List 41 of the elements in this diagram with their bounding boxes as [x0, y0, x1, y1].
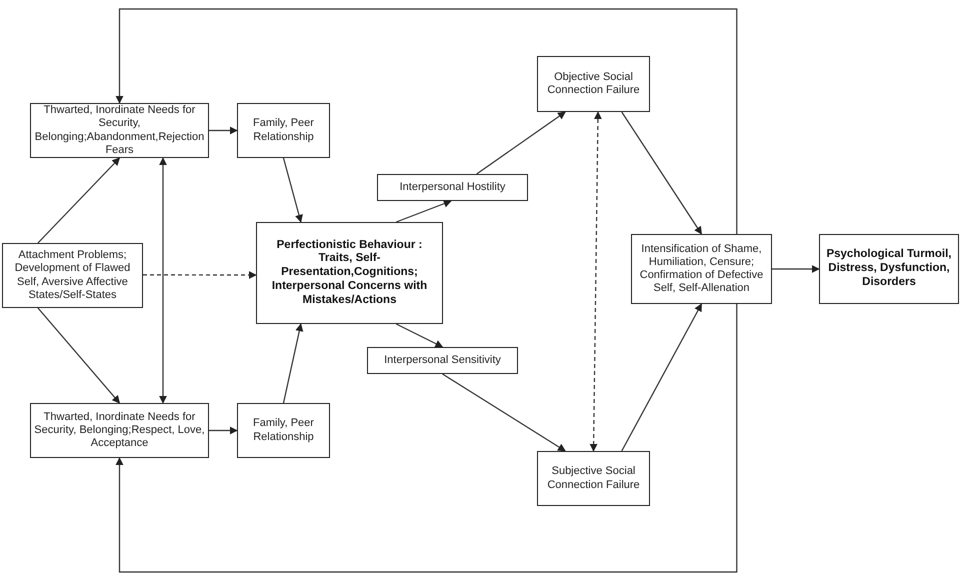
process-box: [256, 222, 443, 324]
process-box: [237, 103, 330, 158]
box-text: Intensification of Shame, Humiliation, Censure; Confirmation of Defective Self, Self-Allenation: [638, 242, 764, 296]
process-box: [819, 234, 959, 304]
arrow: [772, 265, 820, 273]
box-text: Subjective Social Connection Failure: [546, 465, 641, 492]
process-box: [30, 403, 209, 458]
process-box: [537, 56, 650, 112]
box-text: Perfectionistic Behaviour : Traits, Self-Presentation,Cognitions; Interpersonal Concerns with Mistakes/Actions: [270, 238, 428, 308]
box-text: Psychological Turmoil, Distress, Dysfunction, Disorders: [825, 248, 953, 290]
box-text: Family, Peer Relationship: [252, 417, 315, 444]
arrow: [442, 374, 566, 452]
arrow: [209, 126, 238, 134]
arrow: [396, 323, 444, 348]
box-text: Thwarted, Inordinate Needs for Security, Belonging;Abandonment,Rejection Fears: [34, 104, 206, 157]
arrow: [209, 426, 238, 434]
arrow: [116, 8, 738, 234]
arrow: [159, 157, 167, 404]
box-text: Interpersonal Sensitivity: [384, 354, 501, 368]
arrow: [282, 158, 303, 223]
arrow: [476, 112, 566, 174]
dashed-arrow: [143, 271, 257, 280]
dashed-arrow: [590, 111, 602, 452]
arrow: [116, 304, 738, 573]
box-text: Interpersonal Hostility: [400, 180, 506, 194]
process-box: [537, 451, 650, 506]
arrow: [621, 303, 702, 452]
arrow: [621, 112, 702, 235]
box-text: Objective Social Connection Failure: [546, 70, 641, 98]
arrow: [38, 157, 120, 244]
arrow: [282, 323, 304, 404]
box-text: Family, Peer Relationship: [252, 117, 315, 144]
process-box: [2, 243, 143, 308]
box-text: Attachment Problems; Development of Flawed Self, Aversive Affective States/Self-States: [14, 249, 132, 302]
process-box: [631, 234, 772, 304]
box-text: Thwarted, Inordinate Needs for Security, Belonging;Respect, Love, Acceptance: [33, 410, 206, 450]
process-box: [237, 403, 330, 458]
process-box: [377, 174, 528, 201]
arrow: [396, 200, 452, 223]
arrow: [38, 308, 120, 404]
process-box: [367, 347, 518, 374]
